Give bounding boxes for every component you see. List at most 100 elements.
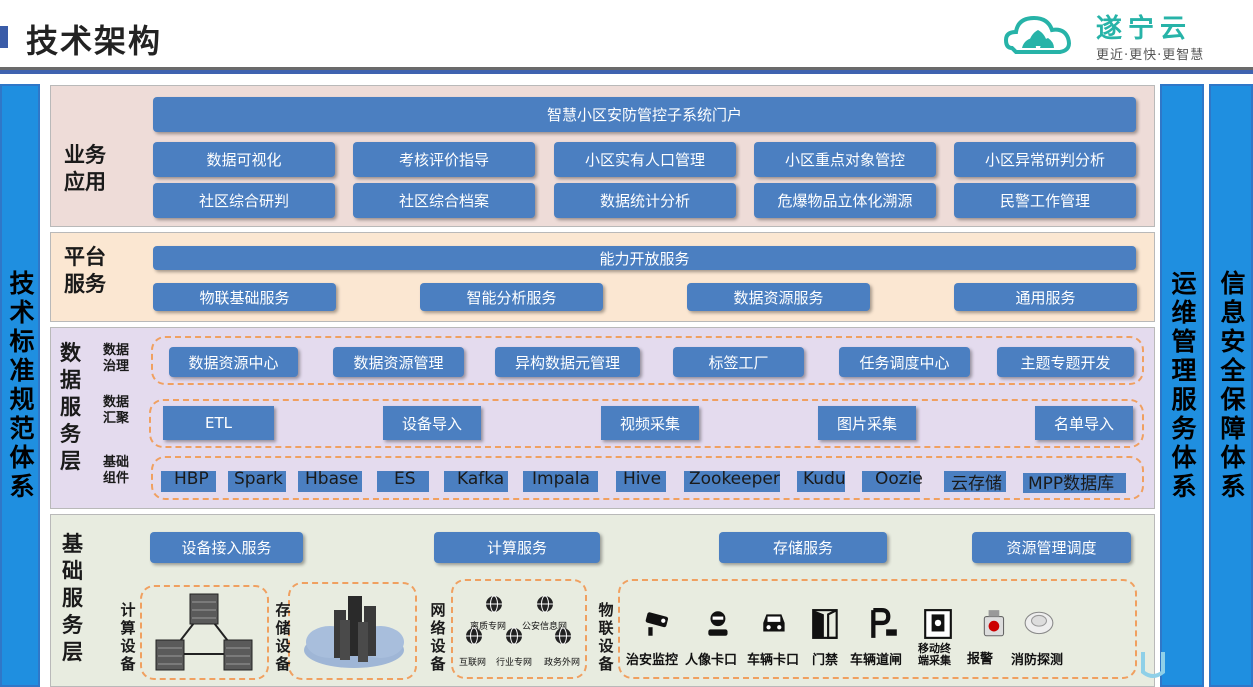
- components-label: 基础组件: [102, 455, 129, 486]
- aggregation-label: 数据汇聚: [102, 395, 129, 426]
- governance-label: 数据治理: [102, 343, 129, 374]
- face-id-icon: [708, 611, 728, 636]
- component-label: Kafka: [457, 469, 505, 489]
- platform-service-button[interactable]: 物联基础服务: [153, 283, 336, 311]
- watermark-logo-icon: [1141, 652, 1165, 678]
- alarm-button-icon: [983, 610, 1005, 637]
- smoke-detector-icon: [1024, 611, 1054, 635]
- page-title: 技术架构: [26, 22, 163, 60]
- header-divider-accent: [0, 70, 1253, 74]
- base-layer-title: 基础服务层: [62, 532, 83, 664]
- platform-service-button[interactable]: 数据资源服务: [687, 283, 870, 311]
- component-block: [228, 471, 286, 492]
- governance-item-button[interactable]: 数据资源管理: [333, 347, 464, 377]
- governance-item-button[interactable]: 异构数据元管理: [495, 347, 640, 377]
- data-layer-title: 数据服务层: [60, 341, 81, 473]
- component-block: [298, 471, 362, 492]
- portal-button[interactable]: 智慧小区安防管控子系统门户: [153, 97, 1136, 132]
- aggregation-item-button[interactable]: 图片采集: [818, 406, 916, 440]
- governance-item-button[interactable]: 任务调度中心: [839, 347, 970, 377]
- aggregation-group: [149, 399, 1144, 448]
- component-block: [444, 471, 508, 492]
- business-app-button[interactable]: 考核评价指导: [353, 142, 535, 177]
- network-label: 离质专网: [470, 622, 507, 632]
- globe-icon: [466, 627, 482, 645]
- iot-label: 消防探测: [1011, 653, 1064, 668]
- side-security: 信息安全保障体系: [1209, 84, 1253, 687]
- aggregation-item-button[interactable]: 名单导入: [1035, 406, 1133, 440]
- component-label: Oozie: [875, 469, 923, 489]
- compute-label: 计算设备: [120, 601, 136, 673]
- vehicle-checkpoint-icon: [763, 614, 785, 632]
- component-block: [1023, 473, 1126, 493]
- side-standards: 技术标准规范体系: [0, 84, 40, 687]
- iot-label: 物联设备: [598, 601, 614, 673]
- component-label: Impala: [532, 469, 590, 489]
- network-group: [451, 579, 587, 679]
- iot-label: 门禁: [812, 653, 839, 668]
- component-block: [523, 471, 598, 492]
- storage-group: [288, 582, 417, 680]
- iot-label: 报警: [967, 652, 994, 667]
- business-app-button[interactable]: 民警工作管理: [954, 183, 1136, 218]
- component-block: [377, 471, 429, 492]
- base-service-button[interactable]: 存储服务: [719, 532, 887, 563]
- iot-group: [618, 579, 1137, 679]
- platform-service-button[interactable]: 通用服务: [954, 283, 1137, 311]
- aggregation-item-button[interactable]: 视频采集: [601, 406, 699, 440]
- globe-icon: [537, 595, 553, 613]
- component-label: Zookeeper: [689, 469, 780, 489]
- business-app-button[interactable]: 小区重点对象管控: [754, 142, 936, 177]
- logo-icon: [1003, 15, 1071, 54]
- parking-barrier-icon: [871, 608, 897, 638]
- business-app-button[interactable]: 小区异常研判分析: [954, 142, 1136, 177]
- business-app-button[interactable]: 社区综合研判: [153, 183, 335, 218]
- network-label: 公安信息网: [522, 622, 568, 632]
- title-accent-bar: [0, 26, 8, 48]
- header-divider: [0, 67, 1253, 70]
- business-app-button[interactable]: 危爆物品立体化溯源: [754, 183, 936, 218]
- component-label: HBP: [174, 469, 209, 489]
- aggregation-item-button[interactable]: 设备导入: [383, 406, 481, 440]
- network-label: 网络设备: [430, 601, 446, 673]
- governance-item-button[interactable]: 数据资源中心: [169, 347, 298, 377]
- component-block: [797, 471, 845, 492]
- iot-label: 车辆道闸: [850, 653, 903, 668]
- base-service-button[interactable]: 设备接入服务: [150, 532, 303, 563]
- globe-icon: [555, 627, 571, 645]
- access-door-icon: [812, 609, 838, 639]
- logo-slogan: 更近·更快·更智慧: [1096, 48, 1205, 63]
- compute-group: [140, 585, 269, 680]
- storage-cloud-icon: [304, 596, 404, 668]
- component-label: Hive: [623, 469, 662, 489]
- base-service-button[interactable]: 计算服务: [434, 532, 600, 563]
- network-label: 行业专网: [496, 658, 533, 668]
- aggregation-item-button[interactable]: ETL: [163, 406, 274, 440]
- globe-icon: [486, 595, 502, 613]
- logo-name: 遂宁云: [1096, 14, 1193, 44]
- iot-label: 移动终端采集: [918, 642, 951, 667]
- component-block: [161, 471, 216, 492]
- business-layer-title: 业务应用: [64, 143, 106, 194]
- governance-group: [151, 336, 1144, 385]
- component-block: [684, 471, 780, 492]
- open-service-button[interactable]: 能力开放服务: [153, 246, 1136, 270]
- server-cluster-icon: [155, 593, 253, 671]
- component-label: Hbase: [305, 469, 359, 489]
- business-app-button[interactable]: 数据统计分析: [554, 183, 736, 218]
- storage-label: 存储设备: [275, 601, 291, 673]
- iot-label: 车辆卡口: [747, 653, 800, 668]
- platform-layer-title: 平台服务: [64, 245, 106, 296]
- business-app-button[interactable]: 社区综合档案: [353, 183, 535, 218]
- governance-item-button[interactable]: 主题专题开发: [997, 347, 1134, 377]
- business-app-button[interactable]: 小区实有人口管理: [554, 142, 736, 177]
- side-operations: 运维管理服务体系: [1160, 84, 1204, 687]
- iot-label: 治安监控: [626, 653, 679, 668]
- business-app-button[interactable]: 数据可视化: [153, 142, 335, 177]
- component-label: Kudu: [803, 469, 846, 489]
- platform-service-button[interactable]: 智能分析服务: [420, 283, 603, 311]
- base-service-button[interactable]: 资源管理调度: [972, 532, 1131, 563]
- globe-icon: [506, 627, 522, 645]
- governance-item-button[interactable]: 标签工厂: [673, 347, 804, 377]
